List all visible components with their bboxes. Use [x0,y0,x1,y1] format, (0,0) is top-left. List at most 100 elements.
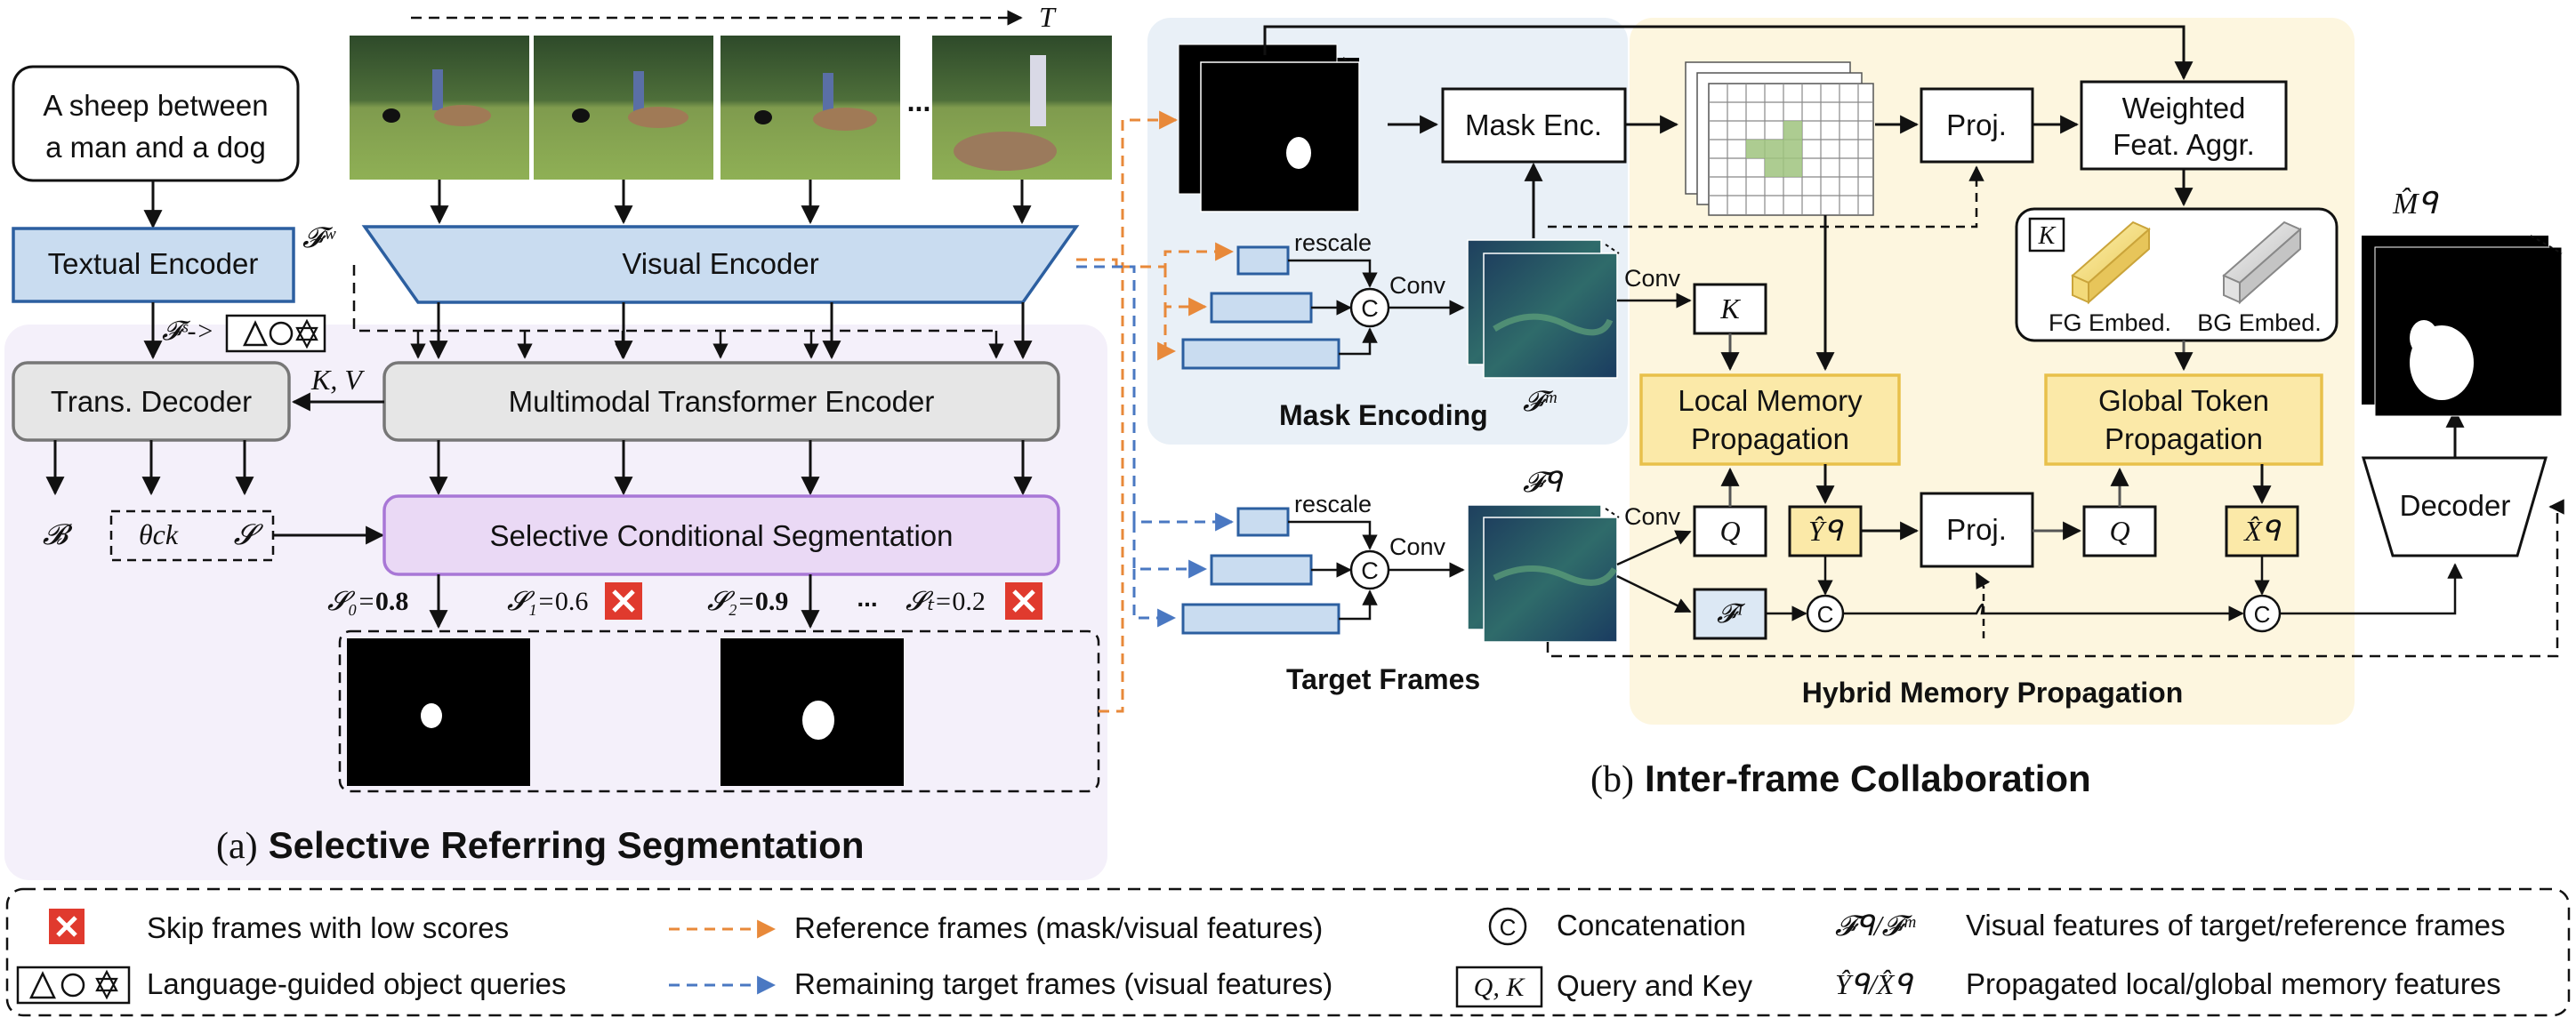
legend-queries: Language-guided object queries [147,967,567,1000]
target-rescale-pyramid [1181,507,1340,635]
output-theta: θck [139,518,179,550]
local-memory-label-1: Local Memory [1678,384,1863,417]
global-token-propagation [2044,373,2323,466]
panel-a-title: (a)Selective Referring Segmentation [216,824,865,867]
reference-rescale-pyramid [1181,245,1340,370]
conv-label-k: Conv [1624,265,1681,292]
legend-queries-icon [16,966,131,1005]
fg-embed-label: FG Embed. [2049,309,2171,336]
f-w-label: 𝓕ʷ [302,221,336,253]
legend-fqfm: Visual features of target/reference fram… [1966,909,2506,942]
k-badge [2028,217,2065,252]
bg-embed-icon [2222,220,2302,305]
legend-concat-icon [1488,907,1527,946]
x-hat-box [2225,505,2299,557]
svg-text:Q, K: Q, K [1474,973,1526,1002]
textual-encoder [12,227,295,303]
legend-fqfm-symbol: 𝓕ᑫ/𝓕ᵐ [1835,910,1916,942]
target-frames-label: Target Frames [1286,663,1480,695]
trans-decoder-label: Trans. Decoder [51,385,252,418]
target-feature-stack [1467,504,1620,643]
svg-text:C: C [1361,557,1379,584]
mask-output-2 [720,638,904,786]
f-s-label: 𝓕ˢ-> [162,317,214,346]
video-frame-0 [350,36,529,180]
text-query-box [12,65,300,182]
video-frame-2 [720,36,900,180]
embed-box [2015,207,2339,342]
q-box-local [1693,505,1767,557]
svg-text:𝓕ᴵ: 𝓕ᴵ [1717,599,1746,629]
legend-skip-icon [49,909,85,944]
time-label: T [1039,1,1057,33]
legend-yx-symbol: Ŷᑫ/X̂ᑫ [1835,968,1913,1000]
fg-embed-icon [2071,220,2151,305]
svg-text:C: C [2254,601,2271,628]
memory-grid-fg [1746,121,1802,177]
f-q-label: 𝓕ᑫ [1523,466,1564,498]
remaining-arrows [1076,265,1235,628]
mask-encoding-label: Mask Encoding [1279,399,1488,431]
legend-qk: Query and Key [1557,969,1753,1002]
q-box-global [2082,505,2157,557]
conv-label-target: Conv [1389,533,1446,560]
svg-text:C: C [1500,914,1517,941]
reference-feature-stack [1467,239,1620,379]
hybrid-memory-label: Hybrid Memory Propagation [1802,677,2184,709]
panel-b-title: (b)Inter-frame Collaboration [1590,757,2091,800]
proj-mid [1920,492,2034,568]
legend-remaining: Remaining target frames (visual features… [794,967,1332,1000]
object-queries-icon [225,314,326,353]
k-box [1693,283,1767,335]
conv-label-ref: Conv [1389,272,1446,299]
svg-text:X̂ᑫ: X̂ᑫ [2242,515,2282,547]
text-query-line-2: a man and a dog [45,131,266,164]
legend-box [5,887,2571,1017]
svg-text:K: K [2038,222,2057,250]
svg-text:Q: Q [2109,515,2129,547]
local-memory-label-2: Propagation [1691,422,1849,455]
conv-label-q: Conv [1624,503,1681,530]
score-1: 𝓢₁=0.6 [507,587,588,616]
text-query-line-1: A sheep between [43,89,268,122]
svg-text:C: C [1817,601,1834,628]
mask-encoder [1441,87,1627,164]
legend-yx: Propagated local/global memory features [1966,967,2501,1000]
global-token-label-1: Global Token [2098,384,2269,417]
selective-segmentation [382,494,1060,576]
legend-skip: Skip frames with low scores [147,911,509,944]
score-2: 𝓢₂=0.9 [707,587,788,616]
score-t: 𝓢ₜ=0.2 [906,587,986,616]
score-0: 𝓢₀=0.8 [327,587,408,616]
weighted-label-2: Feat. Aggr. [2113,128,2255,161]
svg-text:K: K [1719,293,1741,325]
legend-concat: Concatenation [1557,909,1746,942]
visual-encoder-label: Visual Encoder [622,247,818,280]
frame-ellipsis: ... [907,85,931,117]
svg-text:C: C [1361,295,1379,322]
local-memory-propagation [1639,373,1901,466]
decoder-label: Decoder [2400,489,2511,522]
rescale-label-ref: rescale [1294,229,1372,256]
mask-output-0 [347,638,530,786]
f-l-box [1693,588,1767,640]
memory-grid-icon [1685,61,1874,216]
multimodal-encoder-label: Multimodal Transformer Encoder [509,385,935,418]
textual-encoder-label: Textual Encoder [48,247,259,280]
kv-label: K, V [310,364,365,396]
selective-segmentation-label: Selective Conditional Segmentation [490,519,954,552]
svg-text:Q: Q [1719,515,1740,547]
score-ellipsis: ... [857,584,877,612]
svg-text:Ŷᑫ: Ŷᑫ [1808,515,1844,547]
decoder [2361,456,2548,557]
f-m-label: 𝓕ᵐ [1523,385,1558,417]
rescale-label-target: rescale [1294,491,1372,517]
proj-top-label: Proj. [1946,108,2007,141]
weighted-label-1: Weighted [2122,92,2246,124]
legend-qk-icon [1455,966,1543,1008]
video-frame-t [932,36,1112,180]
video-frame-1 [534,36,713,180]
proj-mid-label: Proj. [1946,513,2007,546]
skip-icon-t [1005,582,1042,620]
